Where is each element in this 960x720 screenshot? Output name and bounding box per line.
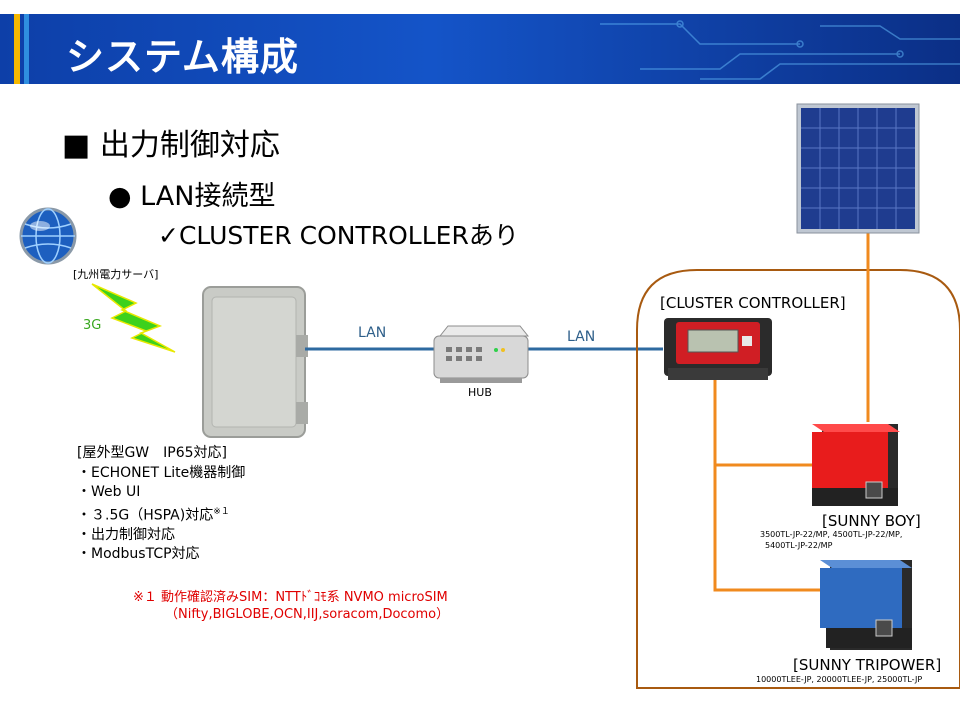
accent-stripe-yellow (14, 14, 20, 84)
gateway-spec-list: [屋外型GW IP65対応] ・ECHONET Lite機器制御 ・Web UI… (77, 444, 245, 565)
lightning-bolt-icon (91, 283, 176, 353)
cluster-controller-icon (664, 318, 772, 380)
accent-stripe-blue (24, 14, 29, 84)
sunny-tripower-inverter-icon (820, 560, 912, 650)
sunny-boy-inverter-icon (812, 424, 900, 506)
globe-icon (19, 207, 77, 265)
sunny-tripower-label: [SUNNY TRIPOWER] (793, 656, 942, 674)
footnote-mark: ※１ (213, 506, 230, 517)
gateway-feature: ・３.5G（HSPA)対応※１ (77, 503, 245, 526)
lan-label-right: LAN (567, 329, 596, 345)
solar-panel-icon (796, 103, 920, 234)
sunny-boy-label: [SUNNY BOY] (822, 512, 921, 530)
gateway-feature: ・ECHONET Lite機器制御 (77, 464, 246, 481)
sunny-tripower-models: 10000TLEE-JP, 20000TLEE-JP, 25000TL-JP (756, 675, 923, 684)
sunny-boy-models-2: 5400TL-JP-22/MP (765, 541, 833, 550)
sunny-boy-models-1: 3500TL-JP-22/MP, 4500TL-JP-22/MP, (760, 530, 903, 539)
lan-label-left: LAN (358, 325, 387, 341)
rs485-line (713, 380, 822, 592)
header-banner: システム構成 (0, 14, 960, 84)
bullet-level2: ● LAN接続型 (108, 181, 276, 212)
outdoor-gateway-icon (202, 286, 308, 438)
bullet-level3: ✓CLUSTER CONTROLLERあり (158, 221, 519, 250)
cluster-controller-label: [CLUSTER CONTROLLER] (660, 294, 846, 312)
gateway-feature: ・出力制御対応 (77, 526, 175, 543)
gateway-feature: ・Web UI (77, 484, 141, 500)
gateway-feature: ・ModbusTCP対応 (77, 546, 200, 563)
network-3g-label: 3G (83, 318, 102, 333)
page-title: システム構成 (66, 35, 299, 79)
installation-enclosure (636, 269, 960, 689)
footnote-line2: （Nifty,BIGLOBE,OCN,IIJ,soracom,Docomo） (165, 607, 450, 622)
gateway-feature-text: ・３.5G（HSPA)対応 (77, 507, 214, 524)
gateway-title: [屋外型GW IP65対応] (77, 445, 228, 461)
hub-label: HUB (468, 386, 492, 399)
hub-icon (433, 325, 530, 383)
bullet-level1: ■ 出力制御対応 (62, 128, 280, 163)
footnote-line1: ※１ 動作確認済みSIM：NTTﾄﾞｺﾓ系 NVMO microSIM (133, 590, 448, 605)
circuit-pattern (600, 20, 960, 80)
server-label: [九州電力サーバ] (73, 268, 159, 281)
